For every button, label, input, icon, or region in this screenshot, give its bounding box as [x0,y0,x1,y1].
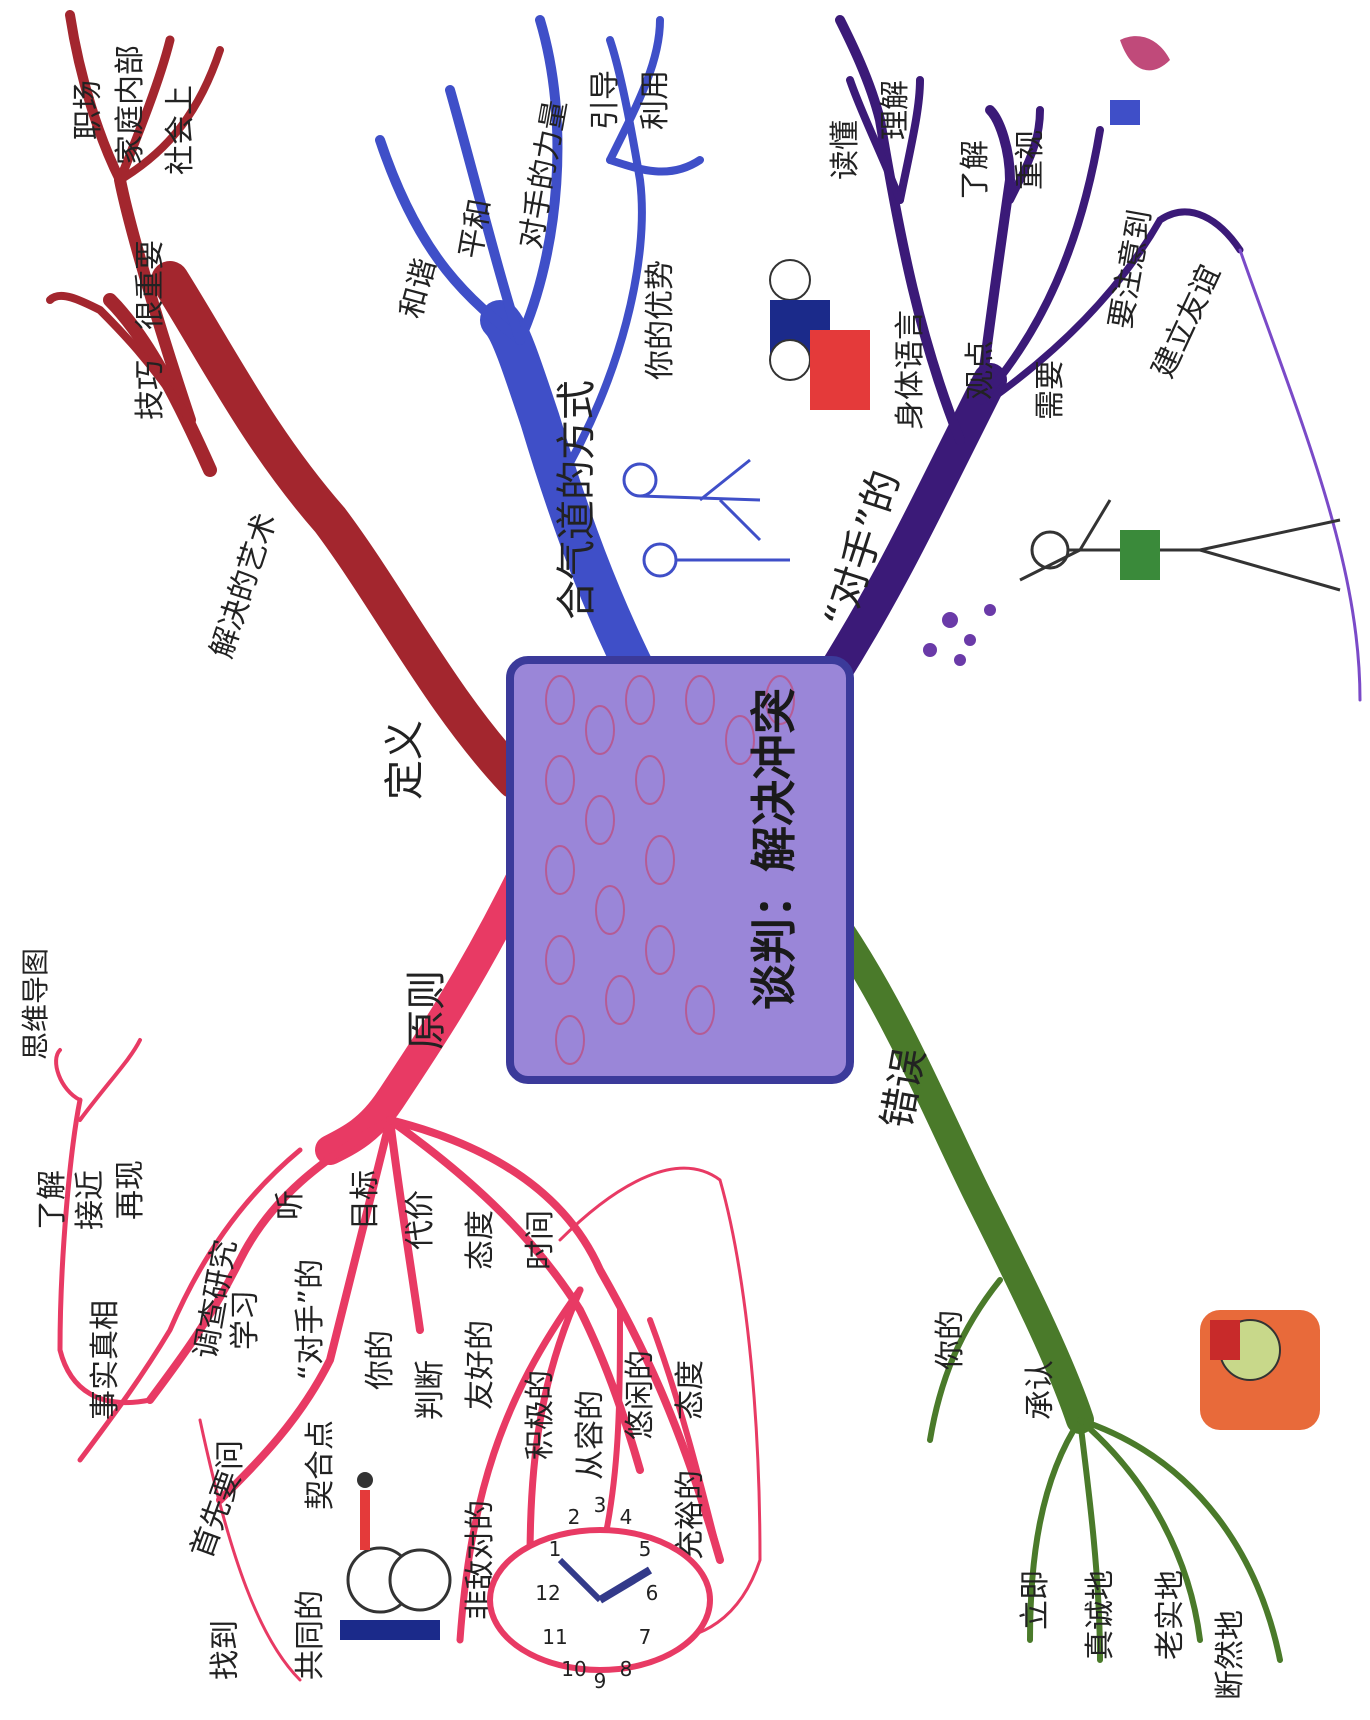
label-aikido: 合气道的方式 [554,380,600,620]
label-pr-4: 了解 [35,1170,70,1230]
label-opp-item-5: 观点 [963,340,998,400]
clock-number: 7 [639,1625,652,1649]
clock-number: 9 [594,1669,607,1693]
label-pr-24: 态度 [673,1360,708,1420]
label-pr-22: 悠闲的 [623,1350,658,1440]
label-pr-3: 事实真相 [88,1300,123,1420]
label-pr-23: 时间 [523,1210,558,1270]
two-people-icon [340,1548,450,1640]
small-figure-icon [357,1472,373,1550]
label-aikido-item-4: 引导 [588,70,623,130]
label-mi-4: 老实地 [1153,1570,1188,1660]
flowers-icon [923,604,996,666]
label-pr-5: 接近 [73,1170,108,1230]
label-pr-8: “对手”的 [293,1259,328,1380]
label-mi-3: 真诚地 [1083,1570,1118,1660]
label-pr-12: 契合点 [303,1420,338,1510]
label-mi-2: 立即 [1018,1570,1053,1630]
label-pr-21: 从容的 [573,1390,608,1480]
label-definition-sub: 解决的艺术 [204,509,284,662]
label-opp-item-2: 了解 [958,140,993,200]
clock-number: 1 [549,1537,562,1561]
clock-number: 3 [594,1493,607,1517]
label-def-item-0: 职场 [71,80,106,140]
branch-aikido-f [610,160,700,172]
label-mi-0: 你的 [933,1310,968,1370]
label-pr-0: 听 [273,1190,308,1220]
label-pr-25: 充裕的 [673,1470,708,1560]
label-pr-16: 判断 [413,1360,448,1420]
label-opp-item-7: 要注意到 [1103,207,1158,331]
label-aikido-item-2: 对手的力量 [513,98,574,252]
clock-number: 11 [542,1625,567,1649]
label-def-item-2: 社会上 [163,85,198,175]
center-node: 谈判：解决冲突 [510,660,850,1080]
branch-principles-12 [56,1050,80,1100]
label-opp-item-4: 身体语言 [893,310,928,430]
label-opp-item-3: 重视 [1013,130,1048,190]
label-aikido-item-0: 和谐 [394,255,443,322]
clock-number: 2 [568,1505,581,1529]
gardener-pouring-icon [1110,36,1170,125]
label-pr-15: 代价 [403,1190,438,1250]
clock-number: 10 [561,1657,586,1681]
branch-opponent-h [1240,250,1360,700]
label-opp-item-8: 建立友谊 [1146,260,1228,384]
label-pr-11: 首先要 [185,1466,249,1563]
label-aikido-item-3: 你的优势 [643,260,678,380]
label-pr-9: 你的 [363,1330,398,1390]
label-def-item-1: 家庭内部 [113,45,148,165]
label-aikido-item-5: 利用 [638,70,673,130]
label-def-item-4: 技巧 [133,360,168,420]
label-pr-19: 友好的 [463,1320,498,1410]
center-title: 谈判：解决冲突 [747,688,801,1010]
label-opp-item-0: 读懂 [828,120,863,180]
branch-principles-13 [80,1040,140,1120]
label-pr-2: 学习 [228,1290,263,1350]
person-arms-open-icon [1020,500,1340,590]
label-pr-20: 积极的 [523,1370,558,1460]
label-pr-10: 问 [213,1440,248,1470]
clock-number: 12 [535,1581,560,1605]
clock-number: 4 [620,1505,633,1529]
branch-principles-5 [390,1120,720,1560]
label-pr-13: 找到 [208,1620,243,1680]
clock-number: 8 [620,1657,633,1681]
label-pr-6: 再现 [113,1160,148,1220]
person-hammer-icon [1200,1310,1320,1430]
label-def-item-3: 很重要 [133,240,168,330]
label-opp-item-6: 需要 [1033,360,1068,420]
label-mi-1: 承认 [1023,1360,1058,1420]
people-talking-icon [770,260,870,410]
label-mi-5: 断然地 [1213,1610,1248,1700]
label-pr-17: 态度 [463,1210,498,1270]
label-pr-7: 目标 [348,1170,383,1230]
label-definition: 定义 [382,720,428,800]
label-opp-item-1: 理解 [878,80,913,140]
label-principles: 原则 [404,970,450,1050]
label-pr-14: 共同的 [293,1590,328,1680]
clock-number: 6 [646,1581,659,1605]
branch-definition-main [170,280,515,780]
people-fighting-icon [624,460,790,576]
corner-label: 思维导图 [19,948,52,1060]
label-mistakes: 错误 [875,1045,934,1132]
clock-number: 5 [639,1537,652,1561]
